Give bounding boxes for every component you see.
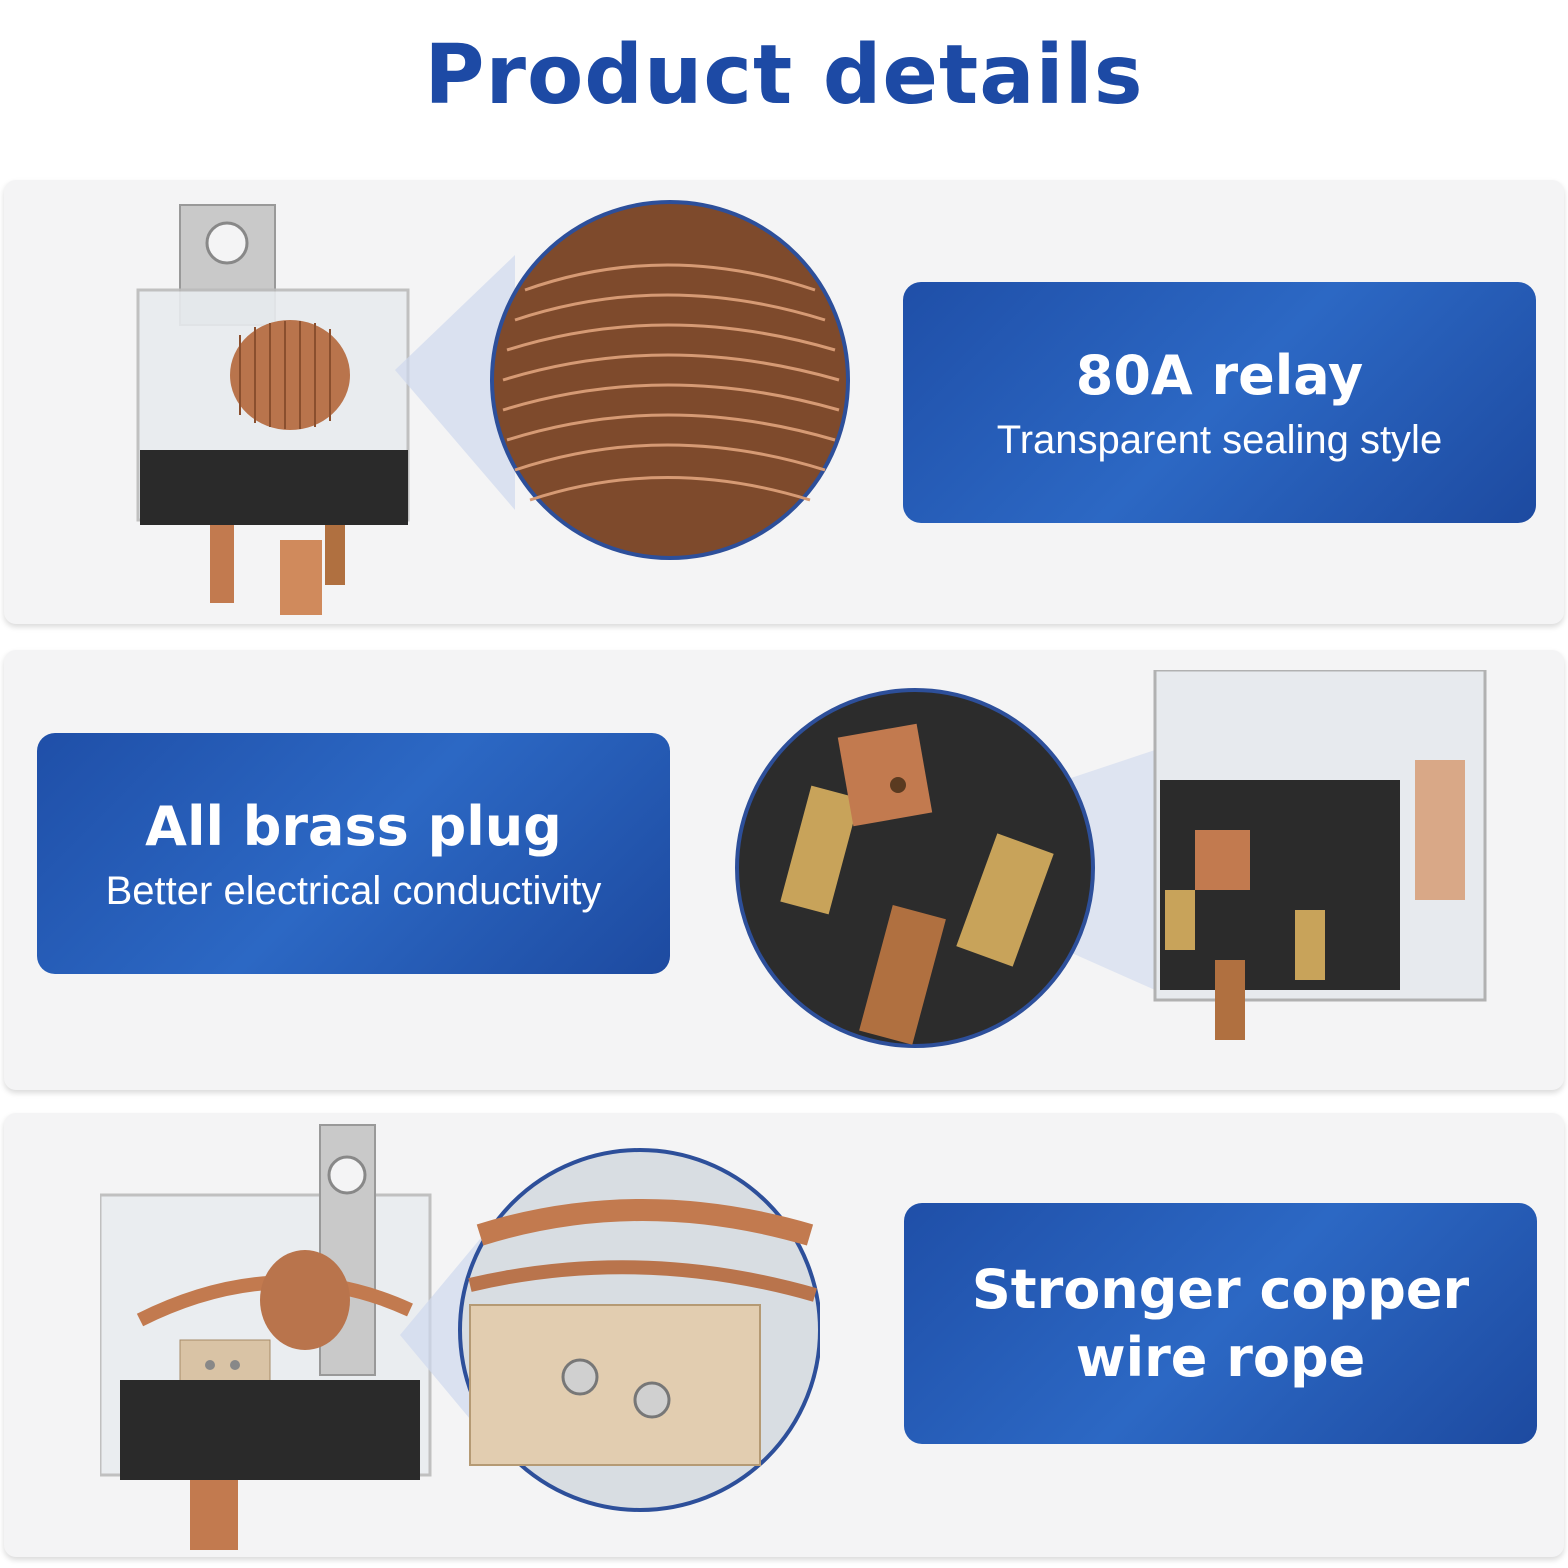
feature-subtitle: Transparent sealing style (996, 417, 1443, 462)
plug-zoom-icon (735, 670, 1487, 1048)
page-title: Product details (424, 28, 1144, 123)
relay-side-image (100, 1124, 432, 1550)
feature-heading-line1: Stronger copper (971, 1258, 1470, 1321)
feature-heading: 80A relay (1075, 344, 1364, 408)
feature-card-plug: All brass plug Better electrical conduct… (37, 733, 670, 974)
feature-heading: All brass plug (145, 795, 562, 859)
coil-zoom-icon (395, 200, 850, 560)
feature-card-relay: 80A relay Transparent sealing style (903, 282, 1536, 523)
feature-card-wire-rope: Stronger copper wire rope (904, 1203, 1537, 1444)
relay-product-image (136, 204, 410, 615)
feature-heading-line2: wire rope (1075, 1325, 1366, 1389)
feature-subtitle: Better electrical conductivity (105, 868, 602, 913)
wire-rope-zoom-icon (400, 1148, 820, 1512)
